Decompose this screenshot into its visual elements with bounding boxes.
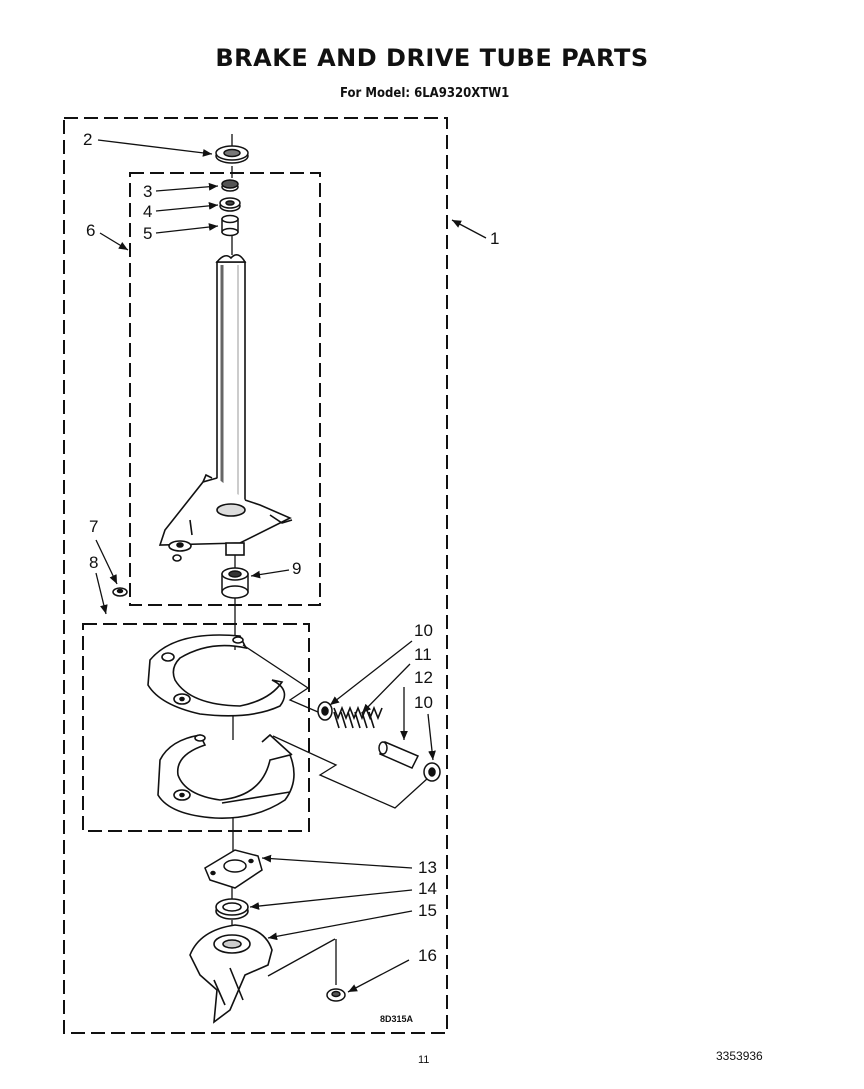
coupling-part-9: [221, 567, 249, 599]
callout-4: 4: [143, 202, 152, 221]
washer-part-10-upper: [317, 701, 333, 721]
callout-6: 6: [86, 221, 95, 240]
callout-2: 2: [83, 130, 92, 149]
callout-5: 5: [143, 224, 152, 243]
callout-15: 15: [418, 901, 437, 920]
model-subtitle: For Model: 6LA9320XTW1: [340, 86, 510, 101]
hub-part-15: [189, 924, 273, 1024]
callout-10-lower: 10: [414, 693, 433, 712]
seal-part-3: [221, 179, 239, 192]
callout-14: 14: [418, 879, 437, 898]
callout-16: 16: [418, 946, 437, 965]
nut-part-7: [112, 587, 128, 597]
page-title: BRAKE AND DRIVE TUBE PARTS: [215, 44, 649, 72]
washer-part-10-lower: [423, 762, 441, 782]
pin-part-12: [378, 741, 420, 769]
washer-part-4: [219, 197, 241, 212]
spring-part-11: [333, 705, 383, 729]
callout-13: 13: [418, 858, 437, 877]
brake-shoe-upper: [147, 634, 286, 717]
assembly-outline-1: [63, 117, 448, 1034]
callout-7: 7: [89, 517, 98, 536]
seal-part-14: [215, 898, 249, 920]
callout-10-upper: 10: [414, 621, 433, 640]
assembly-outline-6: [129, 172, 321, 606]
plate-part-13: [204, 849, 263, 889]
callout-labels: 1 2 3 4 5 6 7 8 9 10 11 12 10 13 14 15 1…: [83, 130, 499, 1024]
callout-11: 11: [414, 645, 432, 664]
callout-12: 12: [414, 668, 433, 687]
bearing-part-2: [215, 145, 249, 164]
bushing-part-5: [221, 214, 239, 237]
nut-part-16: [326, 988, 346, 1002]
page-number: 11: [418, 1054, 430, 1066]
callout-9: 9: [292, 559, 301, 578]
brake-shoe-lower: [157, 733, 295, 819]
callout-3: 3: [143, 182, 152, 201]
figure-code: 8D315A: [380, 1014, 414, 1024]
assembly-outline-8: [82, 623, 310, 832]
callout-1: 1: [490, 229, 499, 248]
drive-tube-part-6: [158, 254, 293, 562]
document-number: 3353936: [716, 1049, 763, 1063]
callout-8: 8: [89, 553, 98, 572]
